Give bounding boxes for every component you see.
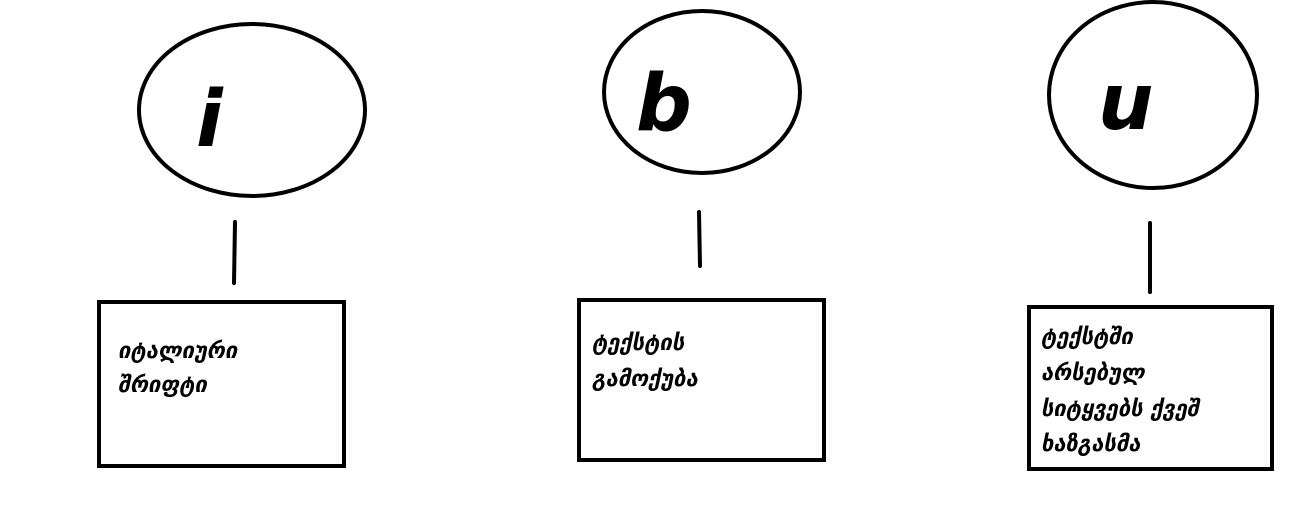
italic-description-line-2: შრიფტი — [118, 373, 208, 398]
bold-description-line-1: ტექსტის — [592, 331, 685, 356]
bold-description-box — [577, 298, 826, 462]
bold-ellipse — [602, 9, 802, 175]
underline-node: u ტექსტში არსებულ სიტყვებს ქვეშ ხაზგასმა — [1027, 0, 1274, 471]
underline-description-box — [1027, 305, 1274, 471]
underline-ellipse — [1047, 0, 1259, 190]
italic-description-line-1: იტალიური — [118, 339, 239, 364]
bold-description-line-2: გამოქუბა — [592, 367, 699, 392]
italic-description-box — [97, 300, 346, 468]
underline-description-line-4: ხაზგასმა — [1041, 432, 1141, 457]
bold-connector — [697, 210, 702, 268]
italic-letter: i — [196, 75, 224, 165]
underline-description-line-2: არსებულ — [1041, 361, 1146, 386]
italic-connector — [232, 220, 237, 285]
underline-description-line-3: სიტყვებს ქვეშ — [1041, 397, 1202, 422]
italic-node: i იტალიური შრიფტი — [97, 22, 367, 468]
bold-node: b ტექსტის გამოქუბა — [577, 9, 826, 462]
underline-letter: u — [1098, 58, 1154, 148]
italic-ellipse — [137, 22, 367, 198]
underline-description-line-1: ტექსტში — [1041, 325, 1134, 350]
bold-letter: b — [636, 59, 692, 149]
